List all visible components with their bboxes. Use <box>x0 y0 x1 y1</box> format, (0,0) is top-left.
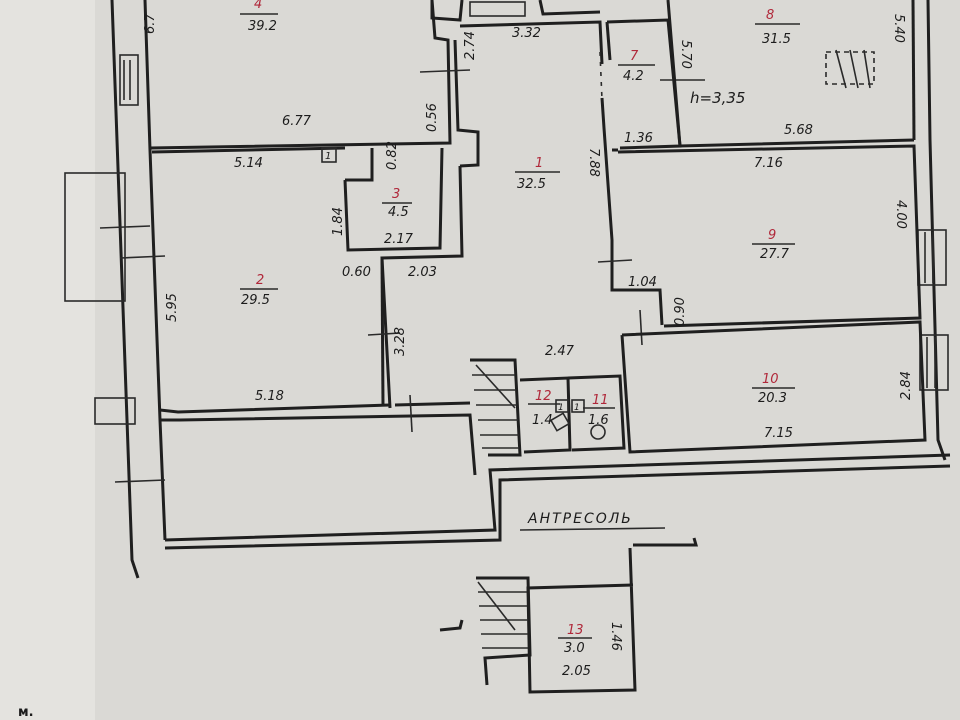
room-9-area: 27.7 <box>760 247 790 262</box>
room-4-number: 4 <box>254 0 262 12</box>
dim-2-74: 2.74 <box>463 31 478 60</box>
room-13-number: 13 <box>567 623 584 638</box>
dim-2-03: 2.03 <box>408 265 437 280</box>
dim-2-84: 2.84 <box>899 371 914 400</box>
room-12-area: 1.4 <box>532 413 553 428</box>
dim-7-16: 7.16 <box>754 156 783 171</box>
room-9-walls <box>617 144 922 328</box>
room-8-area: 31.5 <box>762 32 791 47</box>
dim-5-40: 5.40 <box>891 14 906 43</box>
room-10-number: 10 <box>762 372 779 387</box>
wall-ticks <box>599 51 603 101</box>
room-8-number: 8 <box>766 8 774 23</box>
room-11-number: 11 <box>592 393 609 408</box>
dim-5-18: 5.18 <box>255 389 284 404</box>
dim-0-90: 0.90 <box>673 297 688 326</box>
room-3-area: 4.5 <box>388 205 409 220</box>
dim-5-68: 5.68 <box>784 123 813 138</box>
room-1-number: 1 <box>535 156 543 171</box>
dim-5-95: 5.95 <box>165 293 180 322</box>
mezzanine-title: АНТРЕСОЛЬ <box>527 511 633 527</box>
room-9-number: 9 <box>768 228 776 243</box>
room-2-area: 29.5 <box>241 293 270 308</box>
room-1-walls <box>459 20 664 326</box>
room-13-area: 3.0 <box>564 641 585 656</box>
dim-5-70: 5.70 <box>678 40 693 69</box>
wc-walls <box>519 374 626 454</box>
annotations: h=3,35 АНТРЕСОЛЬ м. <box>18 89 745 720</box>
dim-1-84: 1.84 <box>331 207 346 236</box>
dim-7-88: 7.88 <box>586 148 601 177</box>
marker-a: 1 <box>325 151 331 162</box>
room-7-area: 4.2 <box>623 69 644 84</box>
mezzanine-walls <box>439 537 698 694</box>
dim-6-77: 6.77 <box>282 114 312 129</box>
left-bay-window <box>64 54 166 483</box>
dim-1-46: 1.46 <box>608 622 623 651</box>
room-10-walls <box>620 320 927 454</box>
room-11-area: 1.6 <box>588 413 609 428</box>
outer-walls <box>110 0 951 579</box>
marker-c: 1 <box>574 403 580 413</box>
room-8-walls <box>666 0 915 148</box>
dim-3-28: 3.28 <box>393 327 408 356</box>
dim-6-7: 6.7 <box>143 13 158 34</box>
margin-mark: м. <box>18 705 34 720</box>
room-12-number: 12 <box>535 389 552 404</box>
main-stair <box>470 358 522 457</box>
room-3-walls <box>343 147 464 409</box>
marker-b: 1 <box>558 403 564 413</box>
room-3-number: 3 <box>392 187 400 202</box>
room-4-walls <box>149 0 480 168</box>
dim-0-82: 0.82 <box>385 141 400 170</box>
dim-1-04: 1.04 <box>628 275 657 290</box>
room-1-area: 32.5 <box>517 177 546 192</box>
dim-1-36: 1.36 <box>624 131 653 146</box>
paper-left-margin <box>0 0 95 720</box>
markers: 1 1 1 <box>321 147 585 413</box>
dim-7-15: 7.15 <box>764 426 793 441</box>
dim-0-60: 0.60 <box>342 265 371 280</box>
ceiling-height-note: h=3,35 <box>690 89 745 107</box>
room-4-area: 39.2 <box>248 19 277 34</box>
dim-3-32: 3.32 <box>512 26 541 41</box>
dim-2-05: 2.05 <box>562 664 591 679</box>
top-entrance <box>430 0 601 22</box>
room-2-number: 2 <box>256 273 264 288</box>
room-7-number: 7 <box>630 49 639 64</box>
dim-0-56: 0.56 <box>425 103 440 132</box>
room-labels: 4 39.2 8 31.5 7 4.2 1 32.5 3 4.5 2 29.5 … <box>240 0 800 656</box>
dimension-labels: 3.32 5.70 5.40 2.74 0.56 6.77 6.7 1.36 5… <box>143 13 914 679</box>
dim-2-17: 2.17 <box>384 232 414 247</box>
room-2-walls <box>151 146 477 476</box>
room-10-area: 20.3 <box>758 391 787 406</box>
dim-5-14: 5.14 <box>234 156 263 171</box>
dim-4-00: 4.00 <box>893 200 908 229</box>
dim-2-47: 2.47 <box>545 344 575 359</box>
